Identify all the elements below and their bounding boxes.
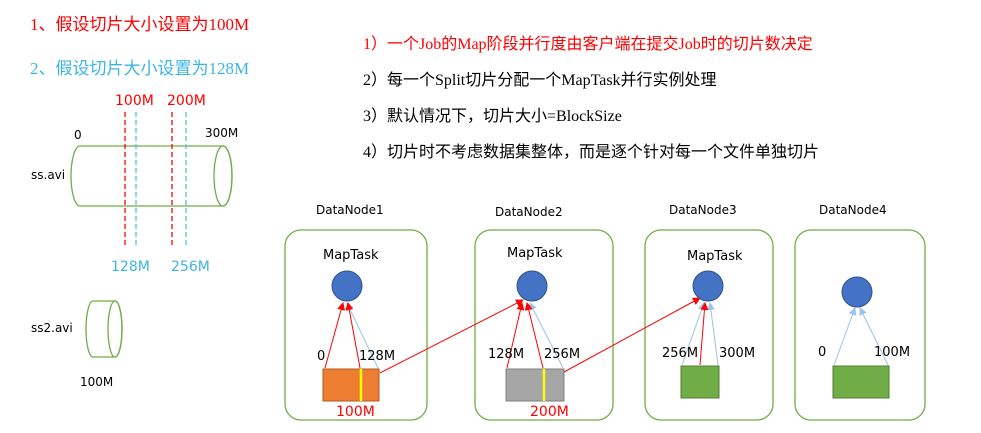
block-node1 — [322, 368, 380, 402]
label-100m: 100M — [115, 93, 154, 109]
red-arrow-n2a — [506, 302, 525, 369]
datanode3-title: DataNode3 — [669, 203, 737, 217]
node4-left-label: 0 — [818, 345, 827, 360]
node3-right-label: 300M — [719, 346, 756, 361]
node1-right-label: 128M — [359, 349, 396, 364]
datanode3-box — [644, 229, 774, 421]
datanode1-title: DataNode1 — [316, 203, 384, 217]
datanode4-box — [794, 229, 926, 421]
node4-right-label: 100M — [874, 345, 911, 360]
datanode2-title: DataNode2 — [495, 205, 563, 219]
blue-arrow-n4a — [833, 307, 857, 366]
blue-arrow-n3b — [706, 302, 719, 366]
note-100m: 1、假设切片大小设置为100M — [30, 15, 250, 34]
label-128m: 128M — [111, 259, 150, 275]
maptask-circle-4 — [841, 276, 873, 308]
blue-arrow-n1 — [346, 302, 379, 369]
node2-left-label: 128M — [488, 347, 525, 362]
note-128m: 2、假设切片大小设置为128M — [30, 59, 250, 78]
file1-name: ss.avi — [31, 168, 66, 182]
maptask-label-2: MapTask — [507, 246, 563, 261]
maptask-circle-3 — [692, 270, 724, 302]
file1-start: 0 — [74, 128, 82, 142]
red-arrow-n1b — [345, 302, 361, 369]
node2-right-label: 256M — [544, 347, 581, 362]
blue-arrow-n3a — [681, 302, 706, 366]
blue-arrow-n4b — [859, 307, 889, 366]
datanode1-box — [284, 229, 428, 421]
block-node3 — [680, 365, 720, 399]
red-arrow-n2-to-n3 — [563, 297, 701, 373]
node1-left-label: 0 — [317, 349, 326, 364]
datanode4-title: DataNode4 — [819, 203, 887, 217]
red-arrow-n3 — [699, 302, 709, 366]
maptask-label-3: MapTask — [687, 249, 743, 264]
maptask-label-1: MapTask — [323, 248, 379, 263]
maptask-circle-2 — [516, 270, 548, 302]
maptask-circle-1 — [331, 270, 363, 302]
node3-left-label: 256M — [662, 346, 699, 361]
file2-cylinder — [85, 300, 123, 358]
red-arrow-n2b — [524, 302, 544, 369]
right-note-4: 4）切片时不考虑数据集整体，而是逐个针对每一个文件单独切片 — [363, 144, 820, 161]
file2-name: ss2.avi — [31, 321, 73, 335]
label-200m: 200M — [167, 93, 206, 109]
file2-size: 100M — [80, 375, 114, 389]
right-note-3: 3）默认情况下，切片大小=BlockSize — [363, 108, 622, 125]
block-node2 — [505, 368, 565, 402]
file1-end: 300M — [205, 126, 239, 140]
label-256m: 256M — [171, 259, 210, 275]
node2-split-mark: 200M — [530, 404, 569, 420]
red-arrow-n1-to-n2 — [379, 299, 524, 374]
red-arrow-n1a — [324, 302, 345, 369]
right-note-1: 1）一个Job的Map阶段并行度由客户端在提交Job时的切片数决定 — [363, 36, 813, 53]
right-note-2: 2）每一个Split切片分配一个MapTask并行实例处理 — [363, 72, 717, 89]
block-node4 — [832, 365, 890, 399]
blue-arrow-n2 — [529, 302, 564, 369]
node1-split-mark: 100M — [336, 404, 375, 420]
file1-cylinder — [70, 145, 233, 207]
